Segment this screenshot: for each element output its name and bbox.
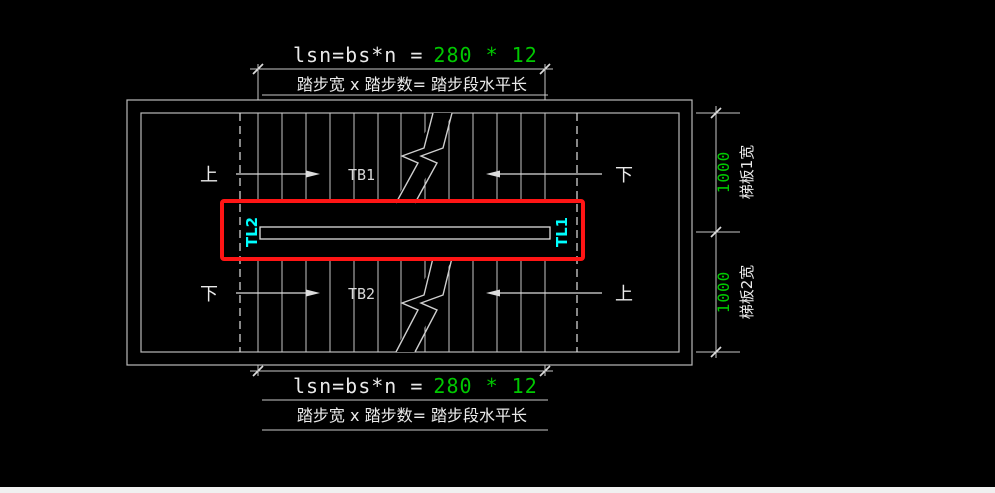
- dim-label-seg1: 梯板1宽: [738, 145, 756, 200]
- arrow-right-icon: [306, 289, 320, 297]
- break-line: [414, 112, 453, 204]
- formula-value: 280 * 12: [433, 43, 537, 67]
- arrow-left-icon: [486, 170, 500, 178]
- landing-beam: [259, 226, 551, 240]
- top-dimension: lsn=bs*n = 280 * 12 踏步宽 x 踏步数= 踏步段水平长: [250, 43, 553, 100]
- dim-tick: [710, 226, 722, 238]
- flight2-label: TB2: [348, 285, 375, 303]
- bottom-dimension: lsn=bs*n = 280 * 12 踏步宽 x 踏步数= 踏步段水平长: [250, 365, 553, 431]
- tread-lines-flight2: [257, 258, 546, 352]
- dim-tick: [710, 346, 722, 358]
- flight1-label: TB1: [348, 166, 375, 184]
- dim-value-seg1: 1000: [714, 151, 733, 194]
- dim-value-seg2: 1000: [714, 271, 733, 314]
- break-symbol-flight2: [395, 257, 453, 353]
- dim-tick: [710, 107, 722, 119]
- break-line: [395, 257, 434, 353]
- bottom-caption: 踏步宽 x 踏步数= 踏步段水平长: [297, 406, 527, 425]
- right-dimension: 1000 梯板1宽 1000 梯板2宽: [696, 106, 756, 358]
- direction-label-up: 上: [615, 284, 633, 305]
- arrow-left-icon: [486, 289, 500, 297]
- bottom-formula: lsn=bs*n = 280 * 12: [293, 374, 538, 398]
- stair-outer-wall: [126, 99, 693, 366]
- direction-label-up: 上: [200, 165, 218, 186]
- flight2-annotations: 下 TB2 上: [200, 284, 633, 305]
- beam-label-tl1: TL1: [553, 217, 571, 247]
- bottom-edge-strip: [0, 487, 995, 493]
- tread-lines-flight1: [257, 113, 546, 203]
- top-formula: lsn=bs*n = 280 * 12: [293, 43, 538, 67]
- formula-value: 280 * 12: [433, 374, 537, 398]
- beam-label-tl2: TL2: [243, 217, 261, 247]
- formula-lhs: lsn=bs*n =: [293, 374, 423, 398]
- top-caption: 踏步宽 x 踏步数= 踏步段水平长: [297, 75, 527, 94]
- dim-label-seg2: 梯板2宽: [738, 265, 756, 320]
- flight1-annotations: 上 TB1 下: [200, 165, 633, 186]
- break-line: [395, 112, 434, 204]
- break-symbol-flight1: [395, 112, 453, 204]
- highlight-box: [220, 199, 585, 261]
- arrow-right-icon: [306, 170, 320, 178]
- formula-lhs: lsn=bs*n =: [293, 43, 423, 67]
- break-line: [414, 257, 453, 353]
- direction-label-down: 下: [615, 165, 633, 186]
- direction-label-down: 下: [200, 284, 218, 305]
